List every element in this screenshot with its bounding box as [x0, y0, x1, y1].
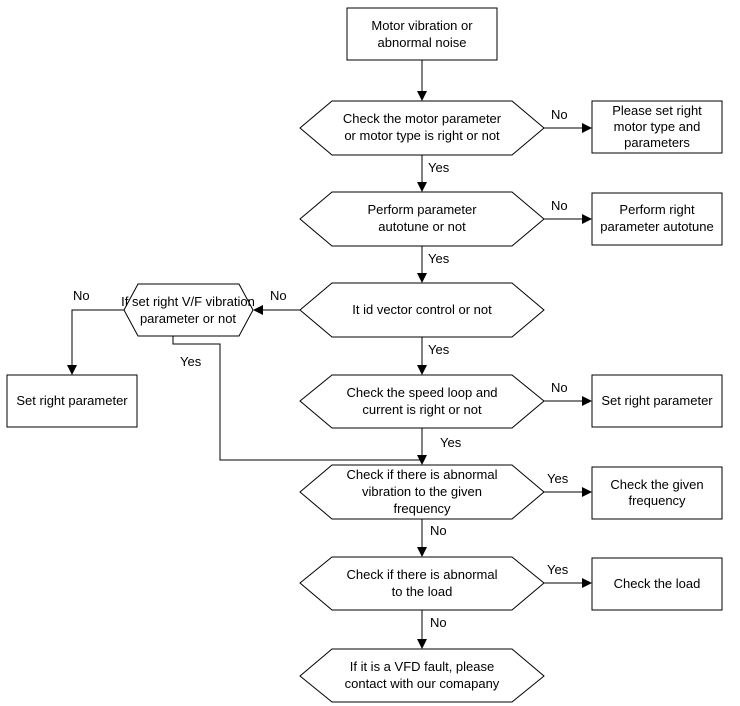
edge-label-speed-no: No	[551, 380, 568, 395]
arrowhead	[417, 273, 427, 283]
arrowhead	[417, 365, 427, 375]
box-check-given-frequency: Check the given frequency	[591, 466, 723, 520]
edge-label-speed-yes: Yes	[440, 435, 462, 450]
decision-speed-loop: Check the speed loop and current is righ…	[299, 374, 545, 429]
decision-vector-control: It id vector control or not	[299, 282, 545, 338]
edge-label-vector-no: No	[270, 288, 287, 303]
arrowhead	[67, 365, 77, 375]
node-text: Perform right	[619, 202, 695, 217]
node-text: Check the motor parameter	[343, 111, 502, 126]
node-text: parameter or not	[140, 311, 236, 326]
arrowhead	[582, 487, 592, 497]
arrowhead	[417, 455, 427, 465]
node-text: If set right V/F vibration	[121, 294, 255, 309]
decision-autotune: Perform parameter autotune or not	[299, 191, 545, 247]
node-text: vibration to the given	[362, 484, 482, 499]
edge-label-load-yes: Yes	[547, 562, 569, 577]
edge-labels: No Yes No Yes No No Yes Yes No Yes Yes N…	[73, 107, 569, 630]
node-text: parameters	[624, 135, 690, 150]
decision-abnormal-load: Check if there is abnormal to the load	[299, 556, 545, 611]
node-text: Check if there is abnormal	[346, 567, 497, 582]
node-text: Check the load	[614, 576, 701, 591]
edge-vf-no	[71, 309, 124, 366]
decision-vfd-fault: If it is a VFD fault, please contact wit…	[299, 648, 545, 703]
node-text: Perform parameter	[367, 202, 477, 217]
node-text: contact with our comapany	[345, 676, 500, 691]
node-text: Check the speed loop and	[346, 385, 497, 400]
box-perform-autotune: Perform right parameter autotune	[591, 192, 723, 246]
node-text: Set right parameter	[16, 393, 128, 408]
arrowhead	[253, 305, 263, 315]
edge-label-freq-yes: Yes	[547, 471, 569, 486]
arrowhead	[582, 396, 592, 406]
decision-vf-vibration: If set right V/F vibration parameter or …	[121, 283, 255, 337]
box-set-right-parameter-left: Set right parameter	[6, 374, 138, 428]
decision-motor-parameter: Check the motor parameter or motor type …	[299, 100, 545, 156]
node-text: Set right parameter	[601, 393, 713, 408]
arrowhead	[582, 123, 592, 133]
box-check-load: Check the load	[591, 557, 723, 611]
node-text: It id vector control or not	[352, 302, 492, 317]
node-text: If it is a VFD fault, please	[350, 659, 495, 674]
node-text: frequency	[393, 501, 451, 516]
edges	[67, 60, 592, 649]
arrowhead	[417, 639, 427, 649]
start-box: Motor vibration or abnormal noise	[346, 7, 498, 61]
edge-label-motor-no: No	[551, 107, 568, 122]
edge-label-vf-yes: Yes	[180, 354, 202, 369]
edge-label-load-no: No	[430, 615, 447, 630]
edge-label-autotune-no: No	[551, 198, 568, 213]
node-text: parameter autotune	[600, 219, 713, 234]
arrowhead	[582, 578, 592, 588]
node-text: frequency	[628, 493, 686, 508]
node-text: abnormal noise	[378, 35, 467, 50]
node-text: Check the given	[610, 477, 703, 492]
box-set-right-parameter-right: Set right parameter	[591, 374, 723, 428]
edge-label-vector-yes: Yes	[428, 342, 450, 357]
arrowhead	[417, 91, 427, 101]
edge-label-motor-yes: Yes	[428, 160, 450, 175]
arrowhead	[582, 214, 592, 224]
node-text: Check if there is abnormal	[346, 467, 497, 482]
node-text: to the load	[392, 584, 453, 599]
edge-label-vf-no: No	[73, 288, 90, 303]
node-text: or motor type is right or not	[344, 128, 500, 143]
arrowhead	[417, 547, 427, 557]
node-text: current is right or not	[362, 402, 482, 417]
edge-label-freq-no: No	[430, 523, 447, 538]
arrowhead	[417, 182, 427, 192]
edge-label-autotune-yes: Yes	[428, 251, 450, 266]
node-text: autotune or not	[378, 219, 466, 234]
decision-abnormal-frequency: Check if there is abnormal vibration to …	[299, 464, 545, 520]
node-text: motor type and	[614, 119, 701, 134]
node-text: Motor vibration or	[371, 18, 473, 33]
node-text: Please set right	[612, 103, 702, 118]
edge-vf-yes	[172, 336, 422, 461]
box-set-motor-type: Please set right motor type and paramete…	[591, 100, 723, 154]
